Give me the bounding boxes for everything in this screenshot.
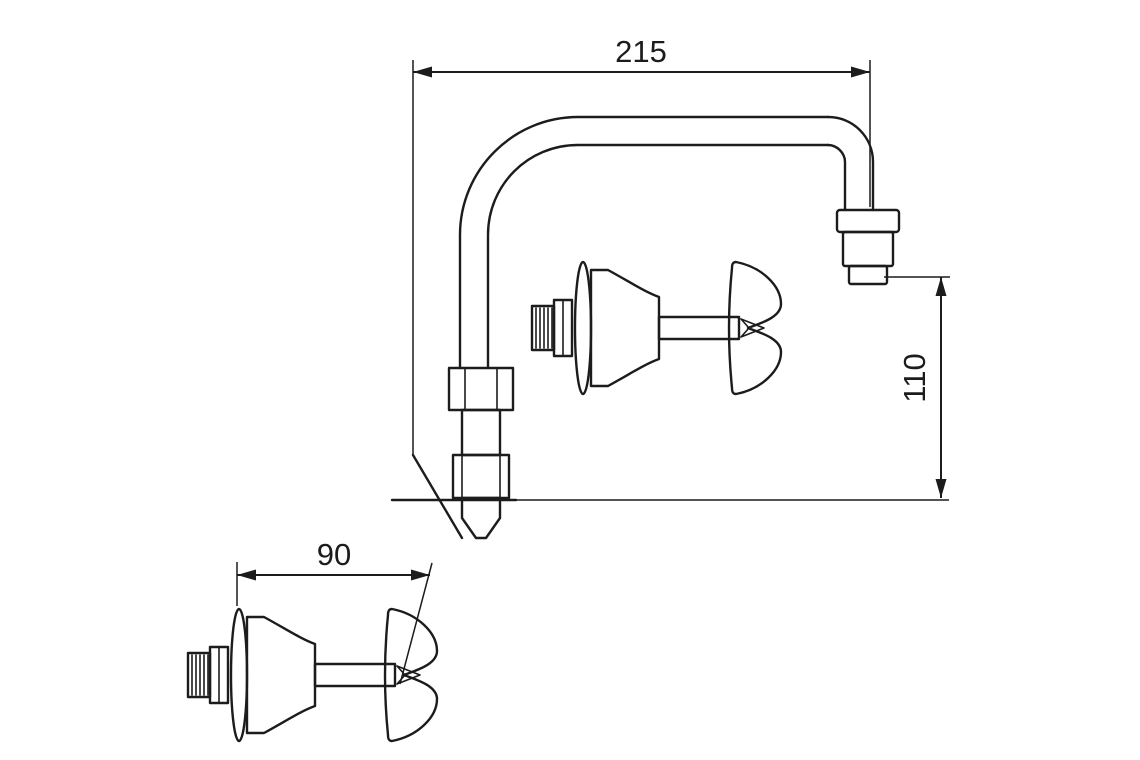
arrowhead-bottom xyxy=(935,479,947,498)
spout-assembly xyxy=(390,115,949,540)
spout-outlet xyxy=(835,208,901,286)
dimension-label-tap-projection: 90 xyxy=(317,537,351,572)
dimension-110: 110 xyxy=(884,276,950,498)
tap-assembly-lower xyxy=(186,607,439,743)
dimension-label-outlet-height: 110 xyxy=(897,353,932,402)
spout-tube xyxy=(458,115,875,370)
tap-assembly-upper xyxy=(530,260,783,396)
arrowhead-left xyxy=(413,66,432,78)
dimension-90: 90 xyxy=(236,537,433,685)
dimension-label-spout-reach: 215 xyxy=(615,34,667,69)
arrowhead-right xyxy=(851,66,870,78)
dimension-215: 215 xyxy=(412,34,871,455)
arrowhead-right xyxy=(411,569,430,581)
spout-base xyxy=(411,366,515,540)
arrowhead-left xyxy=(237,569,256,581)
spout-cone-flange xyxy=(411,453,464,540)
arrowhead-top xyxy=(935,277,947,296)
extension-line-right xyxy=(399,562,433,685)
